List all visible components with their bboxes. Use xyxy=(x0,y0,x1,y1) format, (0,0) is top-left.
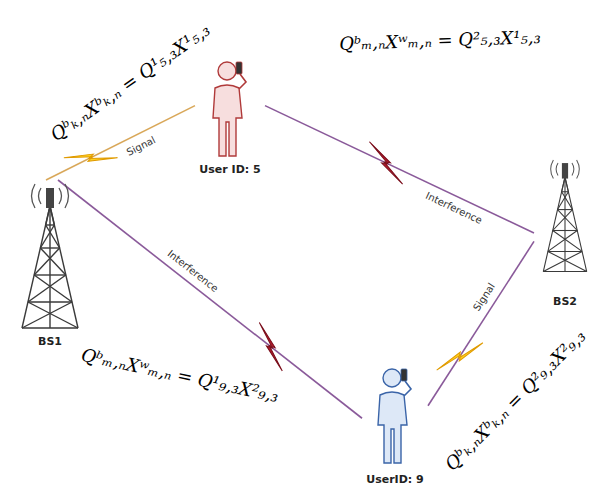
tower-strut xyxy=(46,224,55,225)
radio-wave xyxy=(577,160,580,179)
tower-strut xyxy=(34,274,66,275)
tower-strut xyxy=(553,231,582,252)
node-label: User ID: 5 xyxy=(199,163,260,176)
node-label: BS2 xyxy=(553,295,577,308)
tower-strut xyxy=(22,327,78,328)
radio-wave xyxy=(59,188,62,204)
node-label: BS1 xyxy=(38,335,62,348)
user-arm xyxy=(239,74,246,89)
tower-strut xyxy=(40,225,54,248)
interference-link xyxy=(58,180,362,418)
tower-strut xyxy=(22,302,72,328)
node-label: UserID: 9 xyxy=(366,473,423,486)
user-arm xyxy=(404,381,411,396)
tower-strut xyxy=(543,177,565,272)
radio-waves xyxy=(32,184,69,208)
user-body xyxy=(213,85,242,156)
user-node: UserID: 9 xyxy=(362,362,428,487)
antenna-mast xyxy=(46,188,54,208)
tower-strut xyxy=(558,209,573,210)
phone xyxy=(401,369,407,381)
tower-strut xyxy=(548,251,582,252)
radio-wave xyxy=(556,163,558,175)
tower-strut xyxy=(562,177,565,192)
power-formula: Qᵇₖ,ₙXᵇₖ,ₙ = Q²₉,₃X²₉,₃ xyxy=(440,325,589,474)
tower-strut xyxy=(558,210,578,231)
antenna-mast xyxy=(562,163,568,179)
phone xyxy=(236,62,242,74)
user-head xyxy=(383,369,401,387)
radio-wave xyxy=(551,160,554,179)
link-label: Signal xyxy=(470,280,498,315)
tower-lattice xyxy=(22,206,78,328)
radio-wave xyxy=(39,188,42,204)
base-station-node: BS2 xyxy=(534,140,596,309)
radio-waves xyxy=(551,160,580,179)
base-station-node: BS1 xyxy=(10,180,90,349)
tower-lattice xyxy=(543,177,586,272)
tower-strut xyxy=(40,247,59,248)
user-icon xyxy=(205,58,255,158)
tower-strut xyxy=(548,231,577,252)
power-formula: Qᵇₘ,ₙXʷₘ,ₙ = Q²₅,₃X¹₅,₃ xyxy=(339,26,541,54)
tower-strut xyxy=(543,271,586,272)
tower-strut xyxy=(565,177,587,272)
tower-strut xyxy=(564,177,565,272)
power-formula: Qᵇₖ,ₙXᵇₖ,ₙ = Q¹₅,₃X¹₅,₃ xyxy=(46,19,214,145)
user-body xyxy=(378,392,407,463)
lightning-bolt xyxy=(64,136,118,179)
tower-strut xyxy=(50,206,78,328)
lightning-bolt xyxy=(245,323,298,371)
tower-strut xyxy=(34,275,72,302)
tower-icon xyxy=(534,140,596,290)
lightning-bolt xyxy=(359,142,413,184)
user-node: User ID: 5 xyxy=(195,58,265,177)
tower-strut xyxy=(553,230,578,231)
tower-strut xyxy=(558,192,569,210)
radio-wave xyxy=(572,163,574,175)
tower-strut xyxy=(28,301,72,302)
tower-strut xyxy=(34,248,59,275)
tower-strut xyxy=(548,251,587,271)
radio-wave xyxy=(32,184,36,208)
tower-strut xyxy=(22,206,50,328)
power-formula: Qᵇₘ,ₙXʷₘ,ₙ = Q¹₉,₃X²₉,₃ xyxy=(79,344,280,406)
user-head xyxy=(218,62,236,80)
tower-strut xyxy=(28,275,66,302)
tower-strut xyxy=(543,251,582,271)
tower-strut xyxy=(28,302,78,328)
tower-strut xyxy=(50,206,54,225)
tower-strut xyxy=(562,191,569,192)
lightning-bolt xyxy=(437,330,483,383)
user-icon xyxy=(370,362,420,468)
tower-strut xyxy=(565,177,568,192)
tower-strut xyxy=(46,206,50,225)
link-label: Signal xyxy=(123,133,159,158)
interference-link xyxy=(265,106,534,233)
tower-strut xyxy=(40,248,65,275)
tower-strut xyxy=(553,210,573,231)
tower-icon xyxy=(10,180,90,330)
radio-wave xyxy=(65,184,69,208)
